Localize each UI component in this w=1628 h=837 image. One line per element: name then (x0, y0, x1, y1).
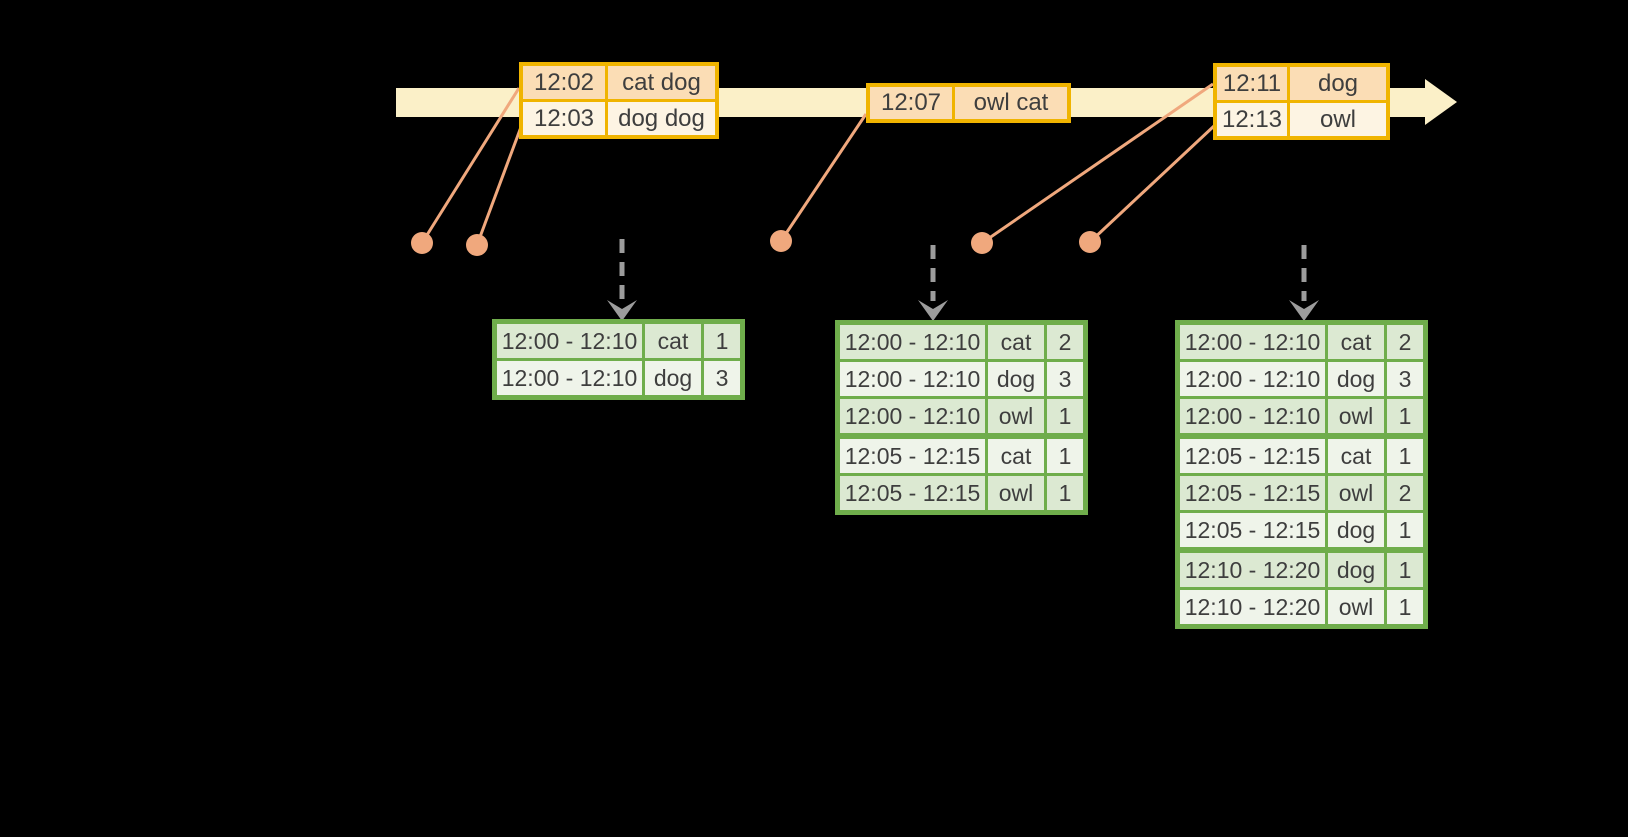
event-time-cell: 12:11 (1217, 67, 1287, 100)
event-time-cell: 12:07 (870, 87, 952, 119)
result-row: 12:05 - 12:15 owl 2 (1180, 476, 1423, 510)
event-row: 12:02 cat dog (523, 66, 715, 99)
event-time-cell: 12:03 (523, 102, 605, 135)
result-table-2: 12:00 - 12:10 cat 2 12:00 - 12:10 dog 3 … (835, 320, 1088, 515)
word-cell: dog (988, 362, 1044, 396)
trigger-arrowhead-icon (1289, 300, 1319, 321)
count-cell: 1 (1047, 439, 1083, 473)
count-cell: 1 (704, 324, 740, 358)
event-time-cell: 12:13 (1217, 103, 1287, 136)
word-cell: cat (988, 325, 1044, 359)
result-row: 12:10 - 12:20 dog 1 (1180, 553, 1423, 587)
word-cell: owl (1328, 476, 1384, 510)
result-row: 12:00 - 12:10 owl 1 (840, 399, 1083, 433)
window-cell: 12:00 - 12:10 (1180, 399, 1325, 433)
result-row: 12:05 - 12:15 cat 1 (840, 439, 1083, 473)
count-cell: 2 (1047, 325, 1083, 359)
window-cell: 12:05 - 12:15 (1180, 513, 1325, 547)
result-table-1: 12:00 - 12:10 cat 1 12:00 - 12:10 dog 3 (492, 319, 745, 400)
event-dot (1079, 231, 1101, 253)
event-words-cell: owl (1290, 103, 1386, 136)
event-dot (971, 232, 993, 254)
count-cell: 1 (1387, 553, 1423, 587)
event-table-2: 12:07 owl cat (866, 83, 1071, 123)
result-row: 12:00 - 12:10 cat 2 (840, 325, 1083, 359)
event-row: 12:03 dog dog (523, 102, 715, 135)
window-cell: 12:00 - 12:10 (1180, 325, 1325, 359)
window-cell: 12:00 - 12:10 (840, 325, 985, 359)
result-row: 12:00 - 12:10 dog 3 (840, 362, 1083, 396)
event-row: 12:11 dog (1217, 67, 1386, 100)
window-cell: 12:00 - 12:10 (840, 399, 985, 433)
window-cell: 12:00 - 12:10 (497, 324, 642, 358)
event-words-cell: owl cat (955, 87, 1067, 119)
event-words-cell: cat dog (608, 66, 715, 99)
count-cell: 3 (704, 361, 740, 395)
count-cell: 1 (1047, 476, 1083, 510)
count-cell: 3 (1387, 362, 1423, 396)
word-cell: cat (1328, 325, 1384, 359)
window-cell: 12:00 - 12:10 (497, 361, 642, 395)
window-cell: 12:05 - 12:15 (840, 439, 985, 473)
count-cell: 1 (1387, 399, 1423, 433)
window-cell: 12:10 - 12:20 (1180, 590, 1325, 624)
window-cell: 12:00 - 12:10 (1180, 362, 1325, 396)
window-cell: 12:05 - 12:15 (840, 476, 985, 510)
connector-line (779, 113, 868, 242)
timeline-arrowhead-icon (1425, 79, 1457, 125)
result-row: 12:00 - 12:10 dog 3 (1180, 362, 1423, 396)
result-row: 12:05 - 12:15 owl 1 (840, 476, 1083, 510)
word-cell: owl (1328, 399, 1384, 433)
event-row: 12:13 owl (1217, 103, 1386, 136)
event-dot (770, 230, 792, 252)
result-row: 12:00 - 12:10 cat 1 (497, 324, 740, 358)
word-cell: dog (645, 361, 701, 395)
word-cell: owl (1328, 590, 1384, 624)
event-table-1: 12:02 cat dog 12:03 dog dog (519, 62, 719, 139)
count-cell: 3 (1047, 362, 1083, 396)
connector-line (475, 126, 523, 246)
connector-line (1088, 124, 1216, 244)
event-time-cell: 12:02 (523, 66, 605, 99)
count-cell: 2 (1387, 325, 1423, 359)
count-cell: 1 (1387, 590, 1423, 624)
word-cell: cat (988, 439, 1044, 473)
count-cell: 1 (1387, 439, 1423, 473)
trigger-arrowhead-icon (607, 300, 637, 321)
result-row: 12:05 - 12:15 cat 1 (1180, 439, 1423, 473)
event-row: 12:07 owl cat (870, 87, 1067, 119)
result-row: 12:10 - 12:20 owl 1 (1180, 590, 1423, 624)
window-cell: 12:05 - 12:15 (1180, 439, 1325, 473)
window-cell: 12:00 - 12:10 (840, 362, 985, 396)
word-cell: dog (1328, 553, 1384, 587)
trigger-arrowhead-icon (918, 300, 948, 321)
result-row: 12:05 - 12:15 dog 1 (1180, 513, 1423, 547)
word-cell: owl (988, 399, 1044, 433)
event-dot (411, 232, 433, 254)
result-row: 12:00 - 12:10 cat 2 (1180, 325, 1423, 359)
event-words-cell: dog (1290, 67, 1386, 100)
word-cell: owl (988, 476, 1044, 510)
word-cell: dog (1328, 513, 1384, 547)
word-cell: cat (1328, 439, 1384, 473)
result-row: 12:00 - 12:10 owl 1 (1180, 399, 1423, 433)
result-row: 12:00 - 12:10 dog 3 (497, 361, 740, 395)
word-cell: cat (645, 324, 701, 358)
window-cell: 12:05 - 12:15 (1180, 476, 1325, 510)
event-words-cell: dog dog (608, 102, 715, 135)
count-cell: 1 (1047, 399, 1083, 433)
result-table-3: 12:00 - 12:10 cat 2 12:00 - 12:10 dog 3 … (1175, 320, 1428, 629)
count-cell: 2 (1387, 476, 1423, 510)
word-cell: dog (1328, 362, 1384, 396)
event-dot (466, 234, 488, 256)
count-cell: 1 (1387, 513, 1423, 547)
window-cell: 12:10 - 12:20 (1180, 553, 1325, 587)
event-table-3: 12:11 dog 12:13 owl (1213, 63, 1390, 140)
